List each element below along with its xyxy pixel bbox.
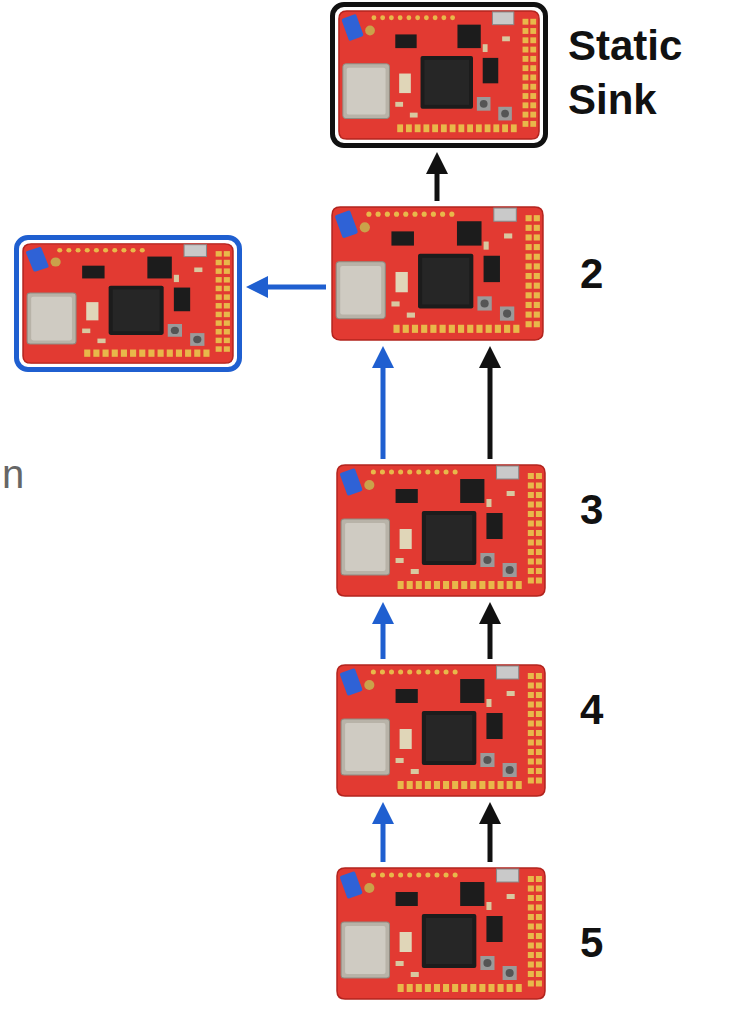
arrow-line (381, 364, 386, 459)
arrow-line (381, 620, 386, 659)
device-node: 4 (335, 663, 547, 798)
arrow-head (372, 802, 394, 824)
arrow-connector (372, 346, 394, 459)
arrow-head (372, 346, 394, 368)
arrow-connector (426, 152, 448, 201)
arrow-connector (479, 602, 501, 659)
node-label: 2 (580, 247, 640, 301)
arrow-line (435, 170, 440, 201)
arrow-head (479, 802, 501, 824)
arrow-head (246, 276, 268, 298)
arrow-connector (479, 346, 501, 459)
arrow-head (372, 602, 394, 624)
device-node: 5 (335, 866, 547, 1001)
sensor-board (337, 9, 541, 141)
cropped-text: n (2, 452, 24, 497)
arrow-connector (246, 276, 326, 298)
arrow-head (479, 346, 501, 368)
arrow-head (479, 602, 501, 624)
arrow-head (426, 152, 448, 174)
arrow-connector (372, 802, 394, 862)
sensor-board (330, 205, 545, 342)
node-label: 4 (580, 683, 640, 737)
arrow-line (264, 285, 326, 290)
device-box: Static Sink (330, 2, 548, 148)
device-box (14, 235, 242, 372)
device-node: 2 (330, 205, 545, 342)
arrow-connector (372, 602, 394, 659)
device-node: 3 (335, 463, 547, 598)
sensor-board (335, 866, 547, 1001)
arrow-connector (479, 802, 501, 862)
arrow-line (488, 620, 493, 659)
arrow-line (381, 820, 386, 862)
arrow-line (488, 820, 493, 862)
sensor-board (335, 463, 547, 598)
sensor-board (21, 242, 235, 365)
node-label: Static Sink (568, 19, 718, 127)
sensor-board (335, 663, 547, 798)
arrow-line (488, 364, 493, 459)
node-label: 5 (580, 916, 640, 970)
node-label: 3 (580, 483, 640, 537)
